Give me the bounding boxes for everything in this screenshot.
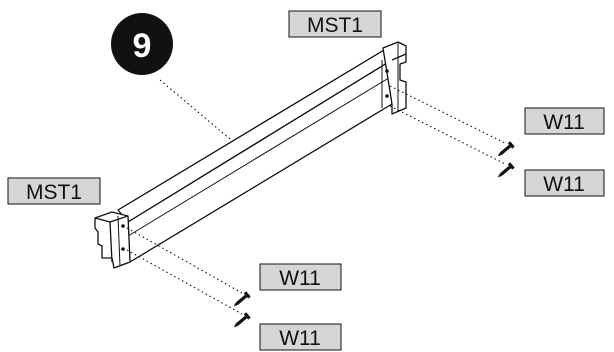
step-badge: 9: [111, 13, 173, 75]
screw-label-4-text: W11: [279, 327, 321, 350]
screw-label-4: W11: [259, 323, 342, 351]
screw-label-2: W11: [524, 169, 605, 197]
part-label-left: MST1: [7, 177, 101, 205]
screw-label-3: W11: [259, 263, 342, 291]
part-label-left-text: MST1: [26, 181, 82, 204]
screw-label-1-text: W11: [543, 111, 585, 134]
rail-part: [94, 41, 407, 269]
screw-label-2-text: W11: [543, 173, 585, 196]
screw-icon: [233, 291, 251, 307]
part-label-top-text: MST1: [307, 14, 363, 37]
step-number: 9: [133, 27, 152, 65]
screw-guides: [126, 85, 506, 315]
screw-label-1: W11: [524, 107, 605, 135]
screw-icon: [497, 162, 515, 178]
part-label-top: MST1: [288, 10, 382, 38]
screw-icon: [497, 141, 515, 157]
screw-label-3-text: W11: [279, 267, 321, 290]
screw-icon: [233, 312, 251, 328]
